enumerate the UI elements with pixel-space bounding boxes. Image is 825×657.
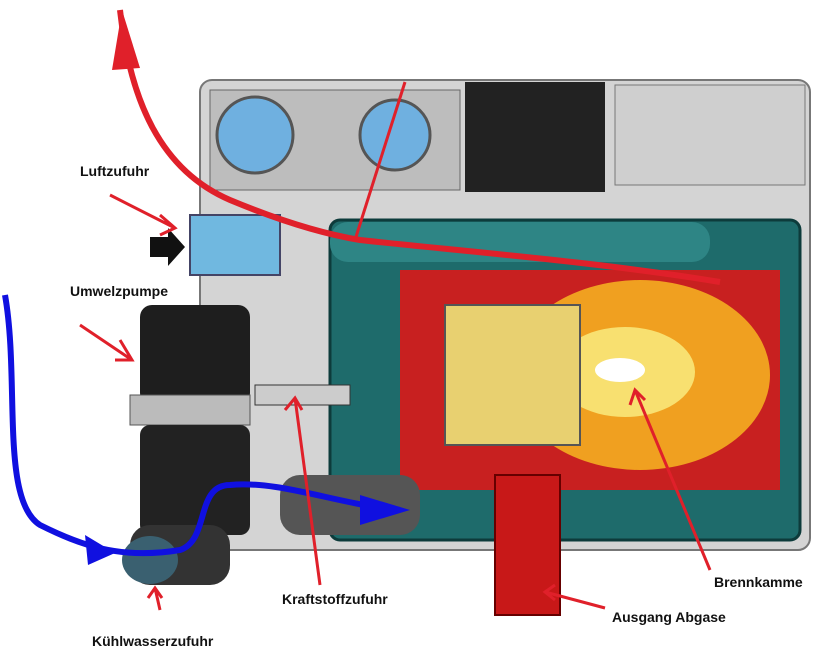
circulation-pump [122, 305, 251, 585]
airflow-annotation-line [117, 9, 721, 285]
label-pointers [79, 193, 712, 611]
blower-fan-right [358, 98, 432, 172]
coolant-arrowhead [360, 495, 410, 525]
fuel-line [254, 384, 351, 406]
air-intake-arrow [150, 228, 185, 266]
label-combustion-chamber: Brennkamme [714, 574, 803, 590]
label-air-intake: Luftzufuhr [80, 163, 150, 179]
burner [444, 304, 581, 446]
label-fuel-supply: Kraftstoffzufuhr [282, 591, 388, 607]
airflow-arrowhead [112, 10, 140, 70]
blower-fan-left [215, 95, 295, 175]
label-coolant-supply: Kühlwasserzufuhr [92, 633, 214, 649]
coolant-flow-line [2, 294, 401, 557]
label-exhaust-outlet: Ausgang Abgase [612, 609, 726, 625]
air-intake-pipe [189, 214, 281, 276]
label-circulation-pump: Umwelzpumpe [70, 283, 169, 299]
